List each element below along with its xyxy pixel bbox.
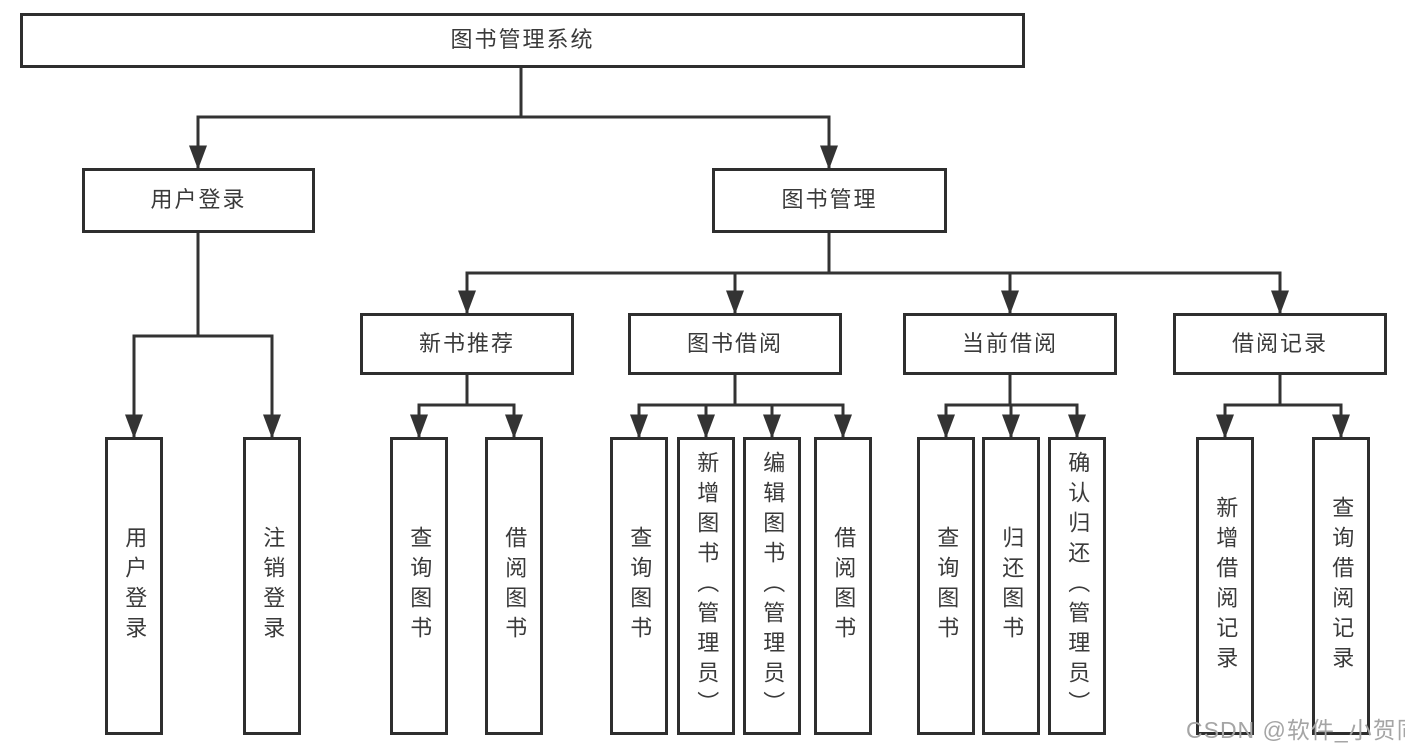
node-leaf-rec-borrow-book-label: 借阅图书 bbox=[502, 526, 528, 646]
connector-root-to-level2 bbox=[189, 66, 838, 170]
node-book-borrow: 图书借阅 bbox=[628, 313, 842, 375]
node-leaf-br-add-record: 新增借阅记录 bbox=[1196, 437, 1254, 735]
node-root-system: 图书管理系统 bbox=[20, 13, 1025, 68]
node-leaf-cb-return-book: 归还图书 bbox=[982, 437, 1040, 735]
node-leaf-logout: 注销登录 bbox=[243, 437, 301, 735]
node-book-management-label: 图书管理 bbox=[781, 187, 878, 213]
node-current-borrow-label: 当前借阅 bbox=[961, 330, 1058, 356]
node-leaf-cb-confirm-return-label: 确认归还（管理员） bbox=[1065, 451, 1091, 721]
node-leaf-cb-return-book-label: 归还图书 bbox=[999, 526, 1025, 646]
node-leaf-cb-query-book-label: 查询图书 bbox=[934, 526, 960, 646]
node-leaf-logout-label: 注销登录 bbox=[260, 526, 286, 646]
node-new-book-recommend: 新书推荐 bbox=[360, 313, 574, 375]
node-leaf-user-login: 用户登录 bbox=[105, 437, 163, 735]
connector-borrow-records-children bbox=[1216, 374, 1350, 439]
node-borrow-records: 借阅记录 bbox=[1173, 313, 1387, 375]
node-borrow-records-label: 借阅记录 bbox=[1231, 330, 1328, 356]
node-leaf-rec-query-book-label: 查询图书 bbox=[407, 526, 433, 646]
node-leaf-bb-edit-book: 编辑图书（管理员） bbox=[743, 437, 801, 735]
node-leaf-br-add-record-label: 新增借阅记录 bbox=[1213, 496, 1239, 676]
csdn-watermark: CSDN @软件_小贺同学 bbox=[1186, 717, 1405, 743]
node-leaf-user-login-label: 用户登录 bbox=[122, 526, 148, 646]
node-current-borrow: 当前借阅 bbox=[903, 313, 1117, 375]
node-leaf-br-query-record: 查询借阅记录 bbox=[1312, 437, 1370, 735]
connector-new-book-rec-children bbox=[410, 374, 523, 439]
node-leaf-cb-confirm-return: 确认归还（管理员） bbox=[1048, 437, 1106, 735]
node-user-login-label: 用户登录 bbox=[150, 187, 247, 213]
connector-book-mgmt-children bbox=[458, 232, 1289, 315]
node-leaf-bb-borrow-book: 借阅图书 bbox=[814, 437, 872, 735]
node-new-book-recommend-label: 新书推荐 bbox=[418, 330, 515, 356]
node-leaf-bb-borrow-book-label: 借阅图书 bbox=[831, 526, 857, 646]
node-leaf-rec-borrow-book: 借阅图书 bbox=[485, 437, 543, 735]
node-leaf-br-query-record-label: 查询借阅记录 bbox=[1329, 496, 1355, 676]
node-leaf-bb-add-book: 新增图书（管理员） bbox=[677, 437, 735, 735]
connector-current-borrow-children bbox=[937, 374, 1086, 439]
connector-book-borrow-children bbox=[630, 374, 852, 439]
node-root-label: 图书管理系统 bbox=[450, 27, 595, 53]
connector-user-login-children bbox=[125, 232, 281, 439]
node-leaf-bb-query-book: 查询图书 bbox=[610, 437, 668, 735]
node-book-management: 图书管理 bbox=[712, 168, 947, 233]
node-leaf-rec-query-book: 查询图书 bbox=[390, 437, 448, 735]
node-leaf-bb-query-book-label: 查询图书 bbox=[627, 526, 653, 646]
node-book-borrow-label: 图书借阅 bbox=[686, 330, 783, 356]
node-leaf-bb-add-book-label: 新增图书（管理员） bbox=[694, 451, 720, 721]
node-leaf-cb-query-book: 查询图书 bbox=[917, 437, 975, 735]
node-leaf-bb-edit-book-label: 编辑图书（管理员） bbox=[760, 451, 786, 721]
node-user-login: 用户登录 bbox=[82, 168, 315, 233]
